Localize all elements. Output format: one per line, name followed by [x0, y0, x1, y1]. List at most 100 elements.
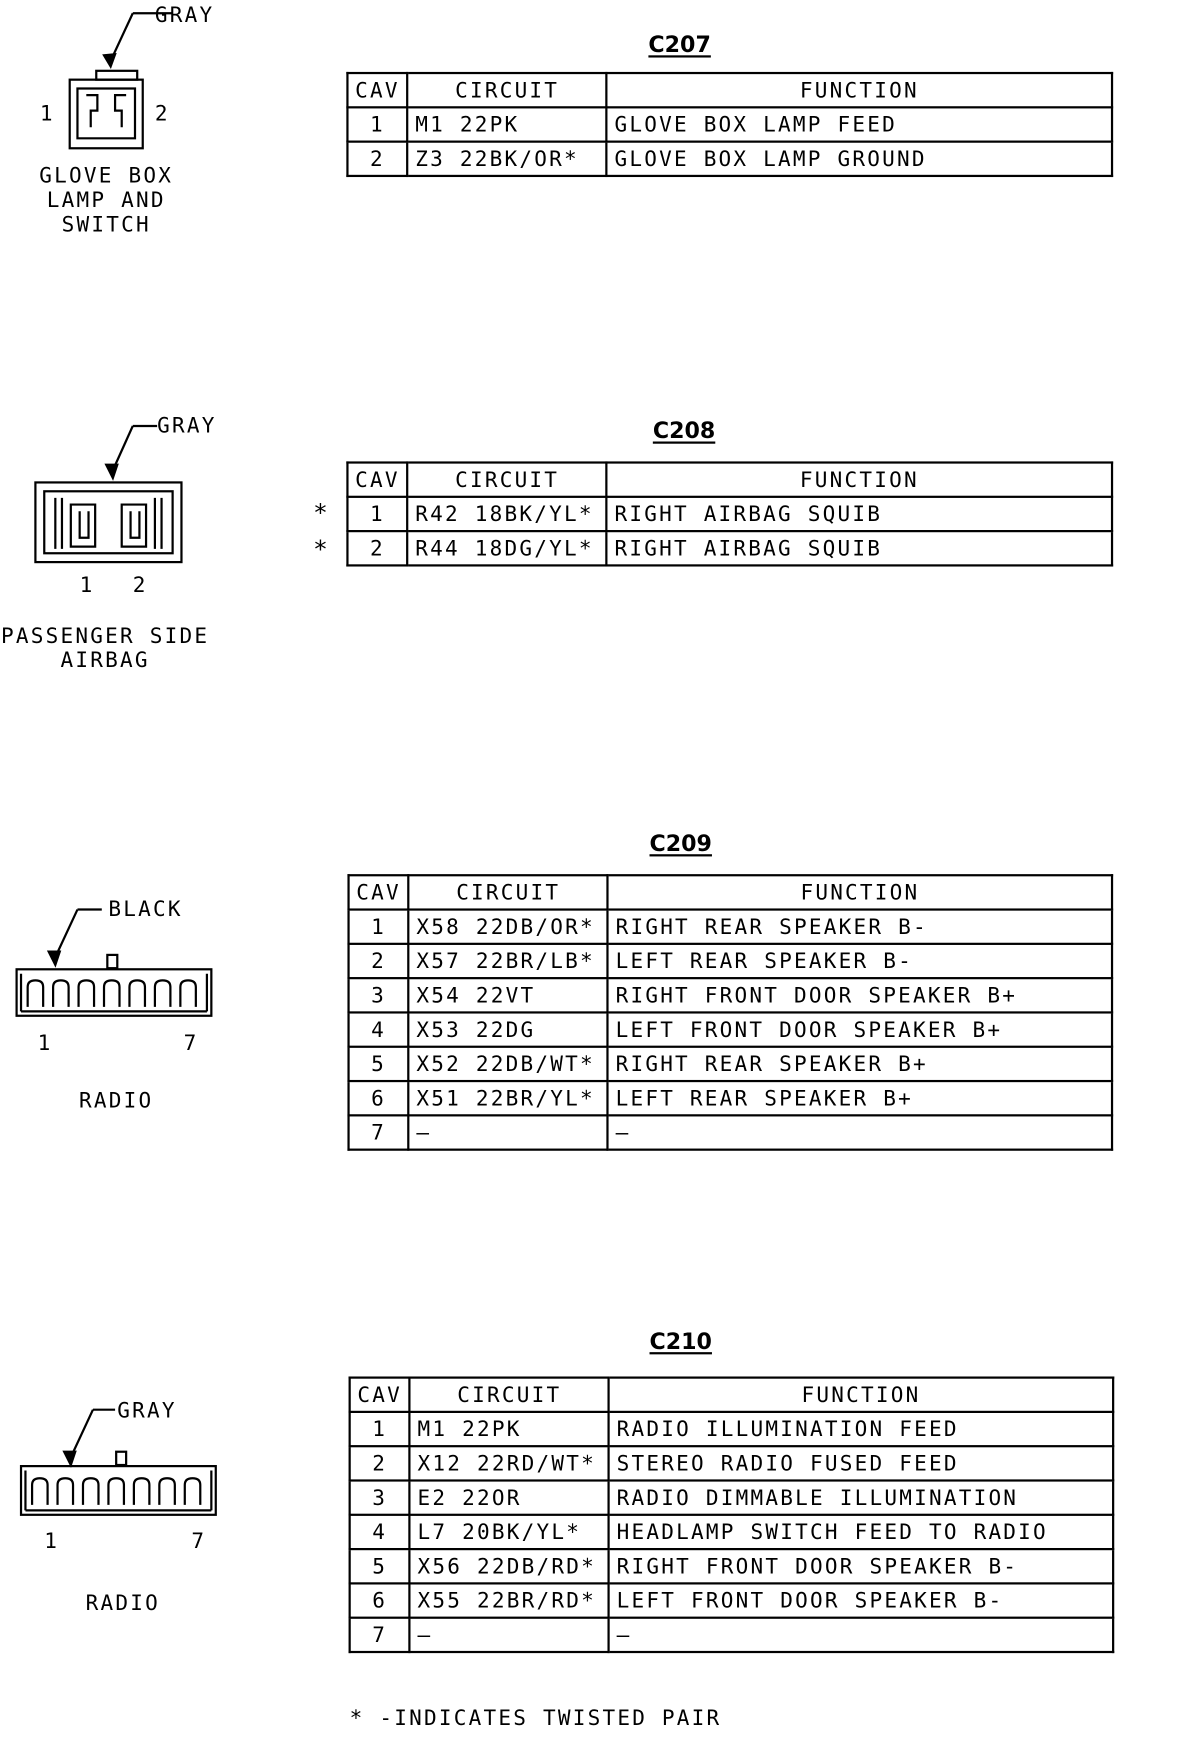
connector-name: RADIO: [85, 1591, 160, 1616]
table-row: 7——: [348, 1616, 1115, 1654]
cav-cell: 3: [348, 1479, 411, 1516]
circuit-cell: —: [408, 1616, 611, 1654]
header-function: FUNCTION: [607, 1376, 1115, 1414]
header-function: FUNCTION: [605, 71, 1114, 109]
glove-box-connector-icon: [68, 12, 172, 150]
pin-cavity-icon: [56, 1477, 75, 1505]
function-cell: RIGHT AIRBAG SQUIB: [605, 530, 1114, 567]
pin-cavity-icon: [81, 1477, 100, 1505]
function-cell: RIGHT FRONT DOOR SPEAKER B-: [607, 1547, 1115, 1585]
airbag-connector-icon: [34, 424, 183, 564]
pin-cavity-icon: [153, 979, 172, 1007]
function-cell: GLOVE BOX LAMP GROUND: [605, 140, 1114, 178]
cav-cell: 7: [348, 1616, 411, 1654]
header-function: FUNCTION: [606, 874, 1114, 911]
pin-cavity-icon: [30, 1477, 49, 1505]
pin-label-first: 1: [79, 573, 95, 598]
connector-color-label: GRAY: [157, 413, 217, 439]
header-circuit: CIRCUIT: [408, 1376, 611, 1414]
pin-cavity-icon: [158, 1477, 176, 1505]
connector-color-label: GRAY: [154, 3, 215, 28]
connector-color-label: GRAY: [117, 1398, 177, 1423]
function-cell: STEREO RADIO FUSED FEED: [607, 1445, 1115, 1482]
pin-cavity-icon: [132, 1477, 151, 1505]
pin-label-last: 7: [183, 1031, 199, 1056]
function-cell: LEFT FRONT DOOR SPEAKER B-: [607, 1582, 1115, 1619]
circuit-cell: L7 20BK/YL*: [408, 1513, 611, 1551]
connector-title: C209: [649, 829, 712, 857]
cav-cell: 1: [346, 495, 409, 533]
pin-label-first: 1: [44, 1529, 60, 1554]
circuit-cell: X51 22BR/YL*: [407, 1079, 609, 1117]
cav-cell: 2: [348, 1445, 411, 1482]
pin-label-first: 1: [39, 101, 55, 127]
connector-title: C210: [649, 1327, 712, 1355]
function-cell: HEADLAMP SWITCH FEED TO RADIO: [607, 1513, 1115, 1551]
function-cell: RADIO ILLUMINATION FEED: [607, 1410, 1115, 1448]
circuit-cell: R42 18BK/YL*: [406, 495, 608, 533]
pin-cavity-icon: [128, 979, 147, 1007]
twisted-pair-marker: *: [313, 536, 328, 565]
header-circuit: CIRCUIT: [407, 874, 609, 911]
circuit-cell: X55 22BR/RD*: [408, 1582, 611, 1619]
pin-cavity-icon: [77, 979, 96, 1007]
pin-cavity-icon: [102, 979, 121, 1007]
cav-cell: 3: [347, 977, 410, 1014]
header-circuit: CIRCUIT: [406, 461, 608, 498]
cav-cell: 5: [348, 1547, 411, 1585]
pin-label-last: 2: [154, 101, 170, 127]
function-cell: LEFT FRONT DOOR SPEAKER B+: [606, 1011, 1114, 1048]
cav-cell: 1: [346, 106, 409, 143]
circuit-cell: X53 22DG: [407, 1011, 609, 1048]
radio-connector-gray-icon: [19, 1408, 217, 1516]
cav-cell: 5: [347, 1045, 410, 1083]
pin-cavity-icon: [179, 979, 197, 1007]
header-cav: CAV: [347, 874, 410, 911]
header-cav: CAV: [346, 461, 409, 498]
pin-label-first: 1: [37, 1031, 53, 1056]
connector-name: GLOVE BOX LAMP AND SWITCH: [39, 163, 174, 237]
circuit-cell: M1 22PK: [408, 1410, 611, 1448]
cav-cell: 2: [347, 942, 410, 980]
connector-title: C208: [652, 417, 716, 444]
circuit-cell: X12 22RD/WT*: [408, 1445, 611, 1482]
pin-cavity-icon: [26, 979, 45, 1007]
function-cell: RIGHT REAR SPEAKER B-: [606, 908, 1114, 945]
pin-cavity-icon: [107, 1477, 126, 1505]
pin-cavity-icon: [183, 1477, 202, 1505]
cav-cell: 1: [348, 1410, 411, 1448]
circuit-cell: X52 22DB/WT*: [407, 1045, 609, 1083]
header-function: FUNCTION: [605, 461, 1114, 498]
circuit-cell: X58 22DB/OR*: [407, 908, 609, 945]
footnote: * -INDICATES TWISTED PAIR: [349, 1706, 722, 1731]
circuit-cell: M1 22PK: [406, 106, 608, 143]
pin-label-last: 2: [132, 573, 148, 598]
cav-cell: 2: [346, 530, 409, 567]
circuit-cell: X56 22DB/RD*: [408, 1547, 611, 1585]
connector-name: RADIO: [78, 1088, 154, 1114]
circuit-cell: R44 18DG/YL*: [406, 530, 608, 567]
function-cell: GLOVE BOX LAMP FEED: [605, 106, 1114, 143]
twisted-pair-marker: *: [313, 500, 328, 528]
cav-cell: 1: [347, 908, 410, 945]
cav-cell: 4: [348, 1513, 411, 1551]
header-cav: CAV: [348, 1376, 411, 1414]
circuit-cell: X57 22BR/LB*: [407, 942, 609, 980]
radio-connector-black-icon: [15, 908, 213, 1017]
